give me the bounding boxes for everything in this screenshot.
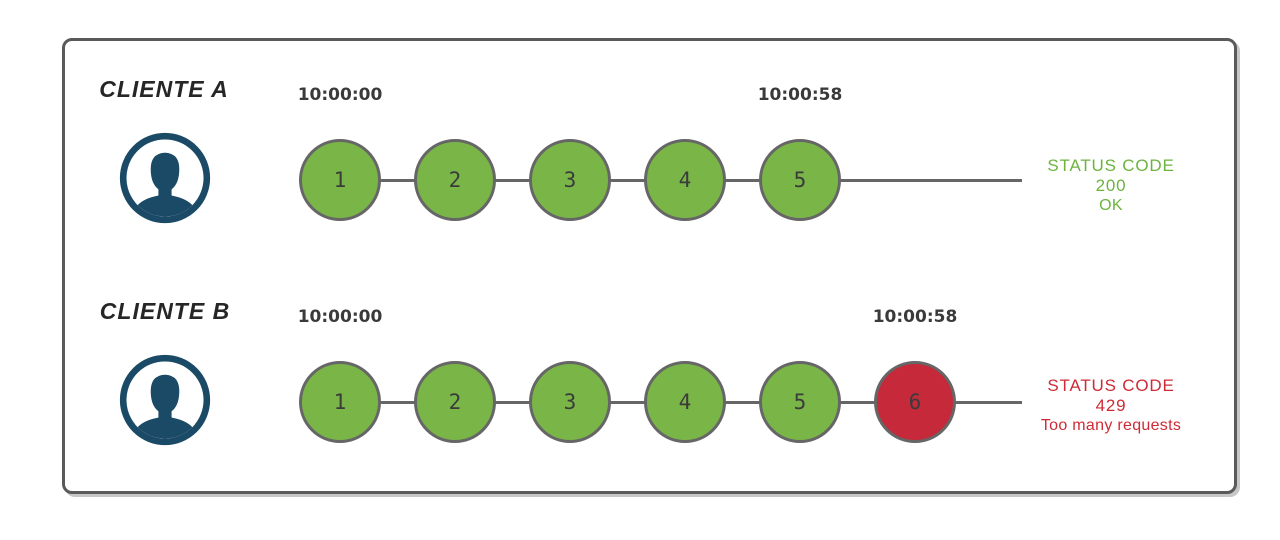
status-block-client-a: STATUS CODE 200 OK [1030, 156, 1192, 216]
request-circle-6: 6 [874, 361, 956, 443]
status-code-text: STATUS CODE 200 [1047, 156, 1175, 195]
start-timestamp: 10:00:00 [297, 307, 383, 327]
request-circle-4: 4 [644, 139, 726, 221]
request-circle-1: 1 [299, 139, 381, 221]
request-circle-3: 3 [529, 139, 611, 221]
request-circle-4: 4 [644, 361, 726, 443]
request-circle-3: 3 [529, 361, 611, 443]
end-timestamp: 10:00:58 [872, 307, 958, 327]
status-message-text: Too many requests [1040, 417, 1182, 434]
request-circle-5: 5 [759, 139, 841, 221]
request-circle-2: 2 [414, 361, 496, 443]
user-avatar-icon [119, 132, 211, 224]
client-a-label: CLIENTE A [99, 76, 229, 102]
start-timestamp: 10:00:00 [297, 85, 383, 105]
client-b-label: CLIENTE B [99, 298, 231, 324]
status-message-text: OK [1099, 197, 1123, 214]
user-avatar-icon [119, 354, 211, 446]
request-circle-1: 1 [299, 361, 381, 443]
status-code-text: STATUS CODE 429 [1047, 376, 1175, 415]
request-circle-2: 2 [414, 139, 496, 221]
end-timestamp: 10:00:58 [757, 85, 843, 105]
request-circle-5: 5 [759, 361, 841, 443]
status-block-client-b: STATUS CODE 429 Too many requests [1030, 376, 1192, 436]
